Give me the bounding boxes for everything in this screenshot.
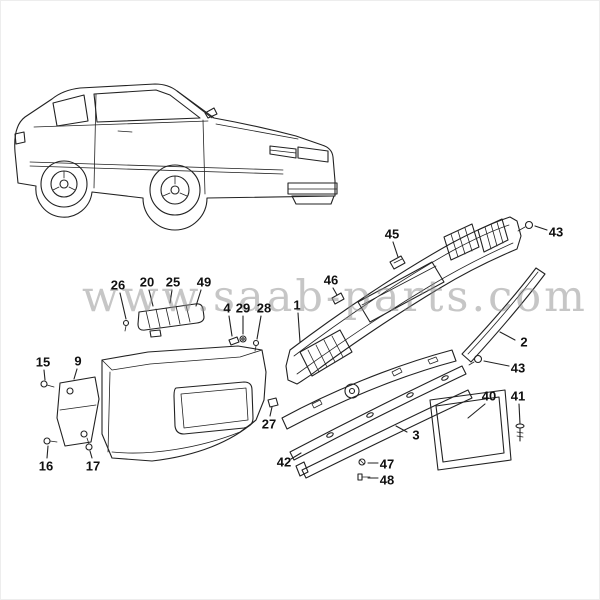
front-wheel xyxy=(149,164,201,216)
leader-line-28 xyxy=(256,315,262,340)
trim-strip-upper xyxy=(289,365,467,461)
foglamp-opening xyxy=(173,381,254,435)
leader-line-3 xyxy=(395,425,408,433)
leader-line-25 xyxy=(169,289,173,304)
leader-line-27 xyxy=(269,406,273,417)
clip-27 xyxy=(267,397,279,408)
leader-line-43-right xyxy=(483,360,510,367)
bolt-43-right xyxy=(468,354,483,366)
screw-15 xyxy=(40,380,55,388)
leader-line-1 xyxy=(297,312,301,343)
leader-line-40 xyxy=(467,403,486,419)
front-upper-panel xyxy=(285,216,522,385)
leader-line-4 xyxy=(228,315,233,337)
clip-4 xyxy=(228,336,240,346)
leader-lines xyxy=(43,225,548,479)
leader-line-15 xyxy=(43,369,46,381)
door-window xyxy=(93,89,201,123)
rear-quarter-window xyxy=(52,94,89,127)
leader-line-41 xyxy=(518,403,521,425)
mounting-bracket xyxy=(56,376,100,447)
rear-wheel xyxy=(40,160,88,208)
vent-slats-left xyxy=(299,329,353,377)
leader-line-20 xyxy=(148,289,154,307)
nut-29 xyxy=(239,335,247,343)
center-valance xyxy=(281,349,457,430)
screw-16 xyxy=(43,437,58,445)
leader-line-2 xyxy=(499,331,516,341)
leader-line-17 xyxy=(89,450,93,459)
screw-41 xyxy=(515,423,525,442)
bolt-43-top xyxy=(517,220,534,232)
leader-line-43-top xyxy=(534,225,548,231)
leader-line-42 xyxy=(290,452,302,460)
indicator-lamp xyxy=(137,303,205,338)
bolt-47 xyxy=(358,458,366,466)
headlight xyxy=(297,146,329,163)
screw-28 xyxy=(252,339,260,352)
leader-line-49 xyxy=(195,289,202,307)
leader-line-45 xyxy=(392,241,399,258)
license-plate-recess xyxy=(357,261,445,323)
car-illustration xyxy=(14,83,338,231)
trim-strip-lower xyxy=(295,389,473,479)
grille-insert xyxy=(429,389,512,471)
leader-line-16 xyxy=(46,445,49,459)
grille xyxy=(269,145,297,159)
leader-line-26 xyxy=(119,292,127,320)
clip-45 xyxy=(389,255,406,270)
screw-26 xyxy=(122,319,130,332)
vent-slats-right-2 xyxy=(477,218,509,253)
front-bumper xyxy=(287,182,338,195)
clip-46 xyxy=(331,292,345,305)
vent-slats-right-1 xyxy=(443,223,480,261)
screw-17 xyxy=(85,437,93,451)
screw-48 xyxy=(357,473,371,481)
round-clip xyxy=(344,383,360,399)
leader-line-46 xyxy=(332,287,338,296)
spoiler-corner-panel xyxy=(101,345,267,462)
bumper-strip xyxy=(461,267,546,363)
leader-line-9 xyxy=(73,368,78,380)
